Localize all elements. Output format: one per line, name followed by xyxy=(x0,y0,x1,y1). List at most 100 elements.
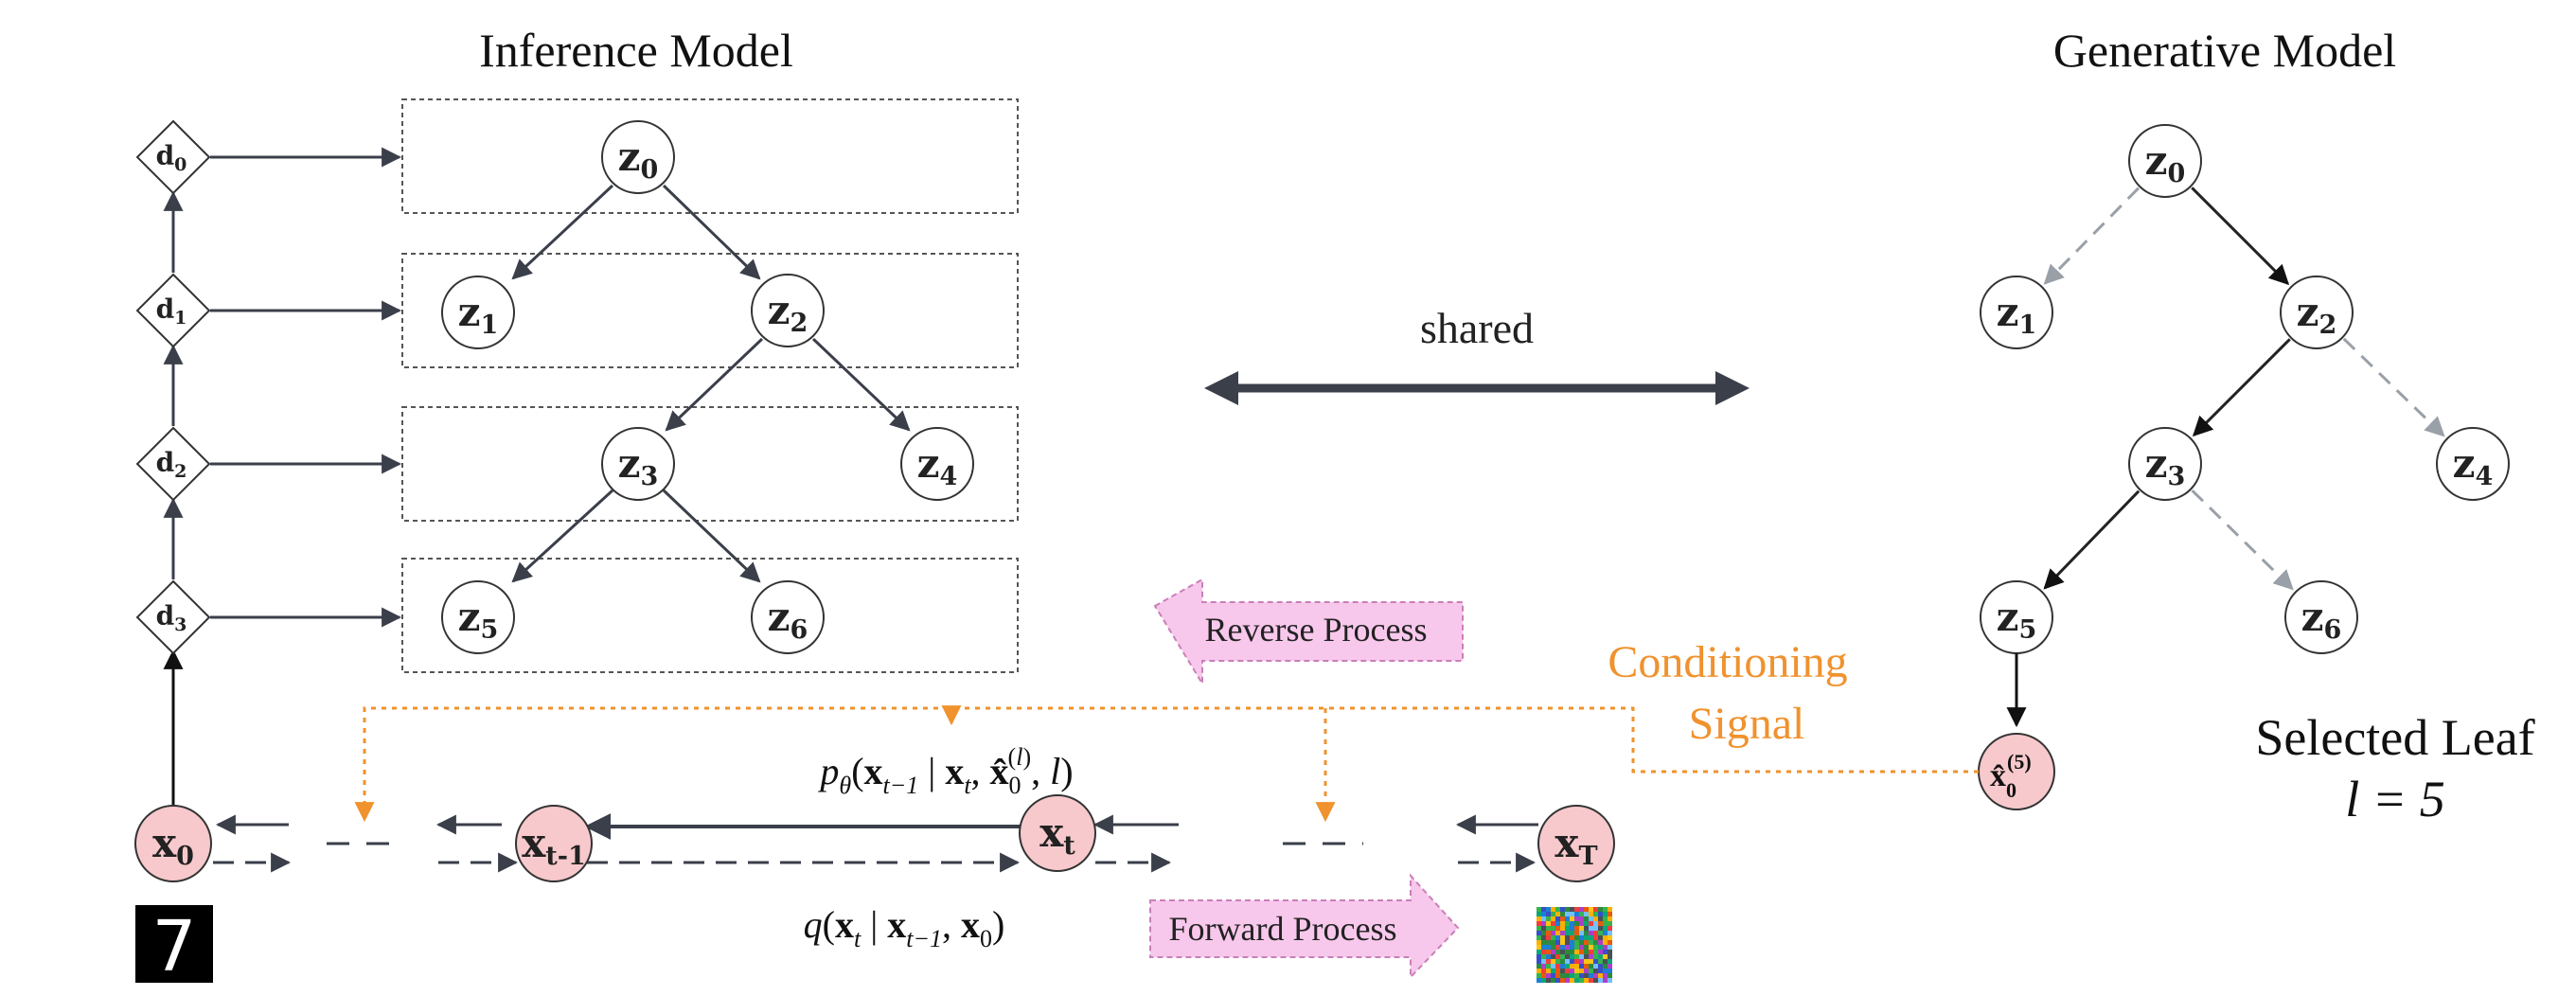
noise-pixel xyxy=(1589,973,1593,978)
level-box-3 xyxy=(401,558,1019,673)
inference-tree-edges xyxy=(511,184,911,583)
noise-pixel xyxy=(1551,916,1555,921)
noise-pixel xyxy=(1608,921,1612,926)
noise-pixel xyxy=(1537,969,1541,973)
noise-pixel xyxy=(1574,969,1579,973)
d-node-d0-diamond xyxy=(135,119,211,195)
noise-pixel xyxy=(1537,945,1541,950)
inference-node-z0-label: z0 xyxy=(618,133,659,185)
forward-process-shape xyxy=(1149,873,1460,980)
generative-edge-g0-g2 xyxy=(2191,187,2290,286)
inference-node-z3: z3 xyxy=(601,427,675,501)
noise-pixel xyxy=(1551,954,1555,959)
inference-node-z5-circle xyxy=(441,580,515,654)
noise-pixel xyxy=(1579,945,1584,950)
noise-pixel xyxy=(1603,935,1608,940)
leaf-sup: (5) xyxy=(2007,750,2032,774)
noise-pixel xyxy=(1593,978,1598,983)
noise-pixel xyxy=(1541,950,1546,954)
noise-pixel xyxy=(1584,940,1589,945)
noise-pixel xyxy=(1589,931,1593,935)
noise-pixel xyxy=(1551,959,1555,964)
noise-pixel xyxy=(1593,969,1598,973)
noise-pixel xyxy=(1565,926,1570,931)
leaf-node: x̂0(5) xyxy=(1978,733,2055,810)
noise-pixel xyxy=(1598,978,1603,983)
noise-pixel xyxy=(1541,926,1546,931)
noise-pixel xyxy=(1565,907,1570,912)
noise-pixel xyxy=(1537,978,1541,983)
noise-pixel xyxy=(1555,969,1560,973)
inference-node-z4-label: z4 xyxy=(917,440,958,491)
noise-pixel xyxy=(1565,945,1570,950)
d-node-d2-diamond xyxy=(135,426,211,502)
noise-pixel xyxy=(1541,916,1546,921)
noise-pixel xyxy=(1593,912,1598,916)
noise-pixel xyxy=(1570,945,1574,950)
noise-pixel xyxy=(1584,945,1589,950)
noise-pixel xyxy=(1551,945,1555,950)
noise-pixel xyxy=(1608,931,1612,935)
noise-pixel xyxy=(1541,912,1546,916)
noise-pixel xyxy=(1584,907,1589,912)
generative-node-g1-label: z1 xyxy=(1997,289,2037,340)
noise-pixel xyxy=(1603,921,1608,926)
diffusion-node-xtm1-label: xt-1 xyxy=(522,820,586,871)
noise-pixel xyxy=(1537,940,1541,945)
generative-node-g5: z5 xyxy=(1980,580,2053,654)
noise-pixel xyxy=(1579,964,1584,969)
noise-pixel xyxy=(1603,940,1608,945)
noise-pixel xyxy=(1565,969,1570,973)
noise-pixel xyxy=(1537,916,1541,921)
generative-node-g6: z6 xyxy=(2284,580,2358,654)
noise-pixel xyxy=(1565,959,1570,964)
generative-edge-g3-g5 xyxy=(2043,489,2141,590)
inference-node-z5: z5 xyxy=(441,580,515,654)
noise-pixel xyxy=(1608,969,1612,973)
noise-pixel xyxy=(1584,969,1589,973)
noise-pixel xyxy=(1560,969,1565,973)
noise-pixel xyxy=(1546,940,1551,945)
noise-pixel xyxy=(1541,945,1546,950)
noise-pixel xyxy=(1584,964,1589,969)
noise-pixel xyxy=(1584,973,1589,978)
diffusion-node-x0: x0 xyxy=(134,805,212,882)
noise-pixel xyxy=(1537,954,1541,959)
noise-pixel xyxy=(1603,907,1608,912)
noise-pixel xyxy=(1570,940,1574,945)
noise-pixel xyxy=(1589,907,1593,912)
diffusion-node-xt-circle xyxy=(1019,794,1096,872)
noise-pixel xyxy=(1551,973,1555,978)
noise-pixel xyxy=(1603,964,1608,969)
noise-pixel xyxy=(1608,916,1612,921)
noise-pixel xyxy=(1570,926,1574,931)
noise-pixel xyxy=(1608,964,1612,969)
noise-pixel xyxy=(1541,954,1546,959)
inference-node-z4-circle xyxy=(900,427,974,501)
noise-pixel xyxy=(1541,959,1546,964)
noise-pixel xyxy=(1560,973,1565,978)
noise-pixel xyxy=(1589,969,1593,973)
noise-pixel xyxy=(1608,959,1612,964)
generative-edge-g2-g4 xyxy=(2342,337,2445,437)
diffusion-node-xt-label: xt xyxy=(1039,809,1075,861)
noise-pixel xyxy=(1537,912,1541,916)
noise-pixel xyxy=(1551,969,1555,973)
noise-pixel xyxy=(1593,926,1598,931)
noise-pixel xyxy=(1537,931,1541,935)
noise-pixel xyxy=(1574,950,1579,954)
d-node-d2-label: d2 xyxy=(156,447,187,482)
noise-pixel xyxy=(1574,907,1579,912)
noise-pixel xyxy=(1560,926,1565,931)
inference-model-title: Inference Model xyxy=(479,24,793,77)
noise-pixel xyxy=(1589,921,1593,926)
noise-pixel xyxy=(1541,931,1546,935)
d-node-d3: d3 xyxy=(135,579,211,655)
digit-image-background xyxy=(135,905,213,983)
noise-pixel xyxy=(1603,978,1608,983)
noise-pixel xyxy=(1560,954,1565,959)
noise-pixel xyxy=(1546,973,1551,978)
noise-pixel xyxy=(1574,945,1579,950)
noise-pixel xyxy=(1565,912,1570,916)
